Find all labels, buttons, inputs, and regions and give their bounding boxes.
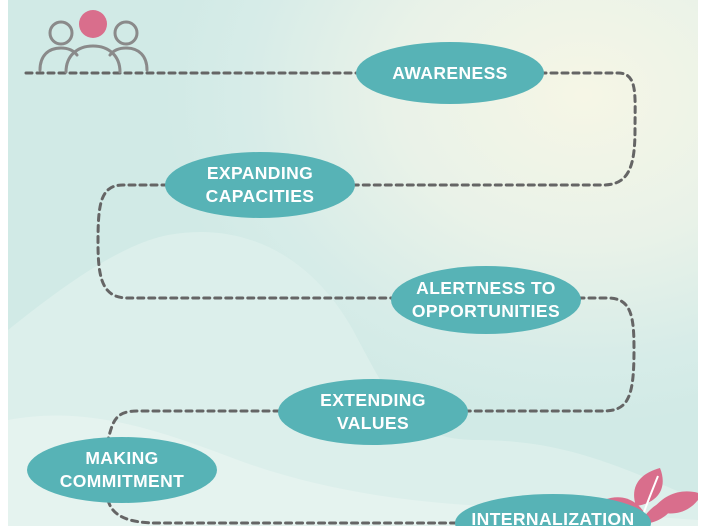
stage-label: COMMITMENT <box>59 471 185 491</box>
stage-alertness-to-opportunities: ALERTNESS TO OPPORTUNITIES <box>391 266 581 334</box>
diagram-canvas: AWARENESS EXPANDING CAPACITIES ALERTNESS… <box>8 0 698 526</box>
stage-making-commitment: MAKING COMMITMENT <box>27 437 217 503</box>
stage-label: AWARENESS <box>392 62 508 83</box>
stage-label: VALUES <box>336 413 410 433</box>
stage-internalization: INTERNALIZATION <box>455 494 651 526</box>
stage-label: ALERTNESS TO <box>416 278 556 298</box>
stage-awareness: AWARENESS <box>356 42 544 104</box>
dashed-path <box>24 71 637 525</box>
stage-extending-values: EXTENDING VALUES <box>278 379 468 445</box>
stage-label: EXPANDING <box>206 163 314 183</box>
stage-expanding-capacities: EXPANDING CAPACITIES <box>165 152 355 218</box>
people-group-center-head <box>79 10 107 38</box>
stage-label: EXTENDING <box>320 390 426 410</box>
people-group-icon <box>38 20 149 74</box>
stage-label: CAPACITIES <box>205 186 315 206</box>
stage-label: MAKING <box>85 448 159 468</box>
stage-label: INTERNALIZATION <box>471 509 635 526</box>
stage-label: OPPORTUNITIES <box>411 301 561 321</box>
